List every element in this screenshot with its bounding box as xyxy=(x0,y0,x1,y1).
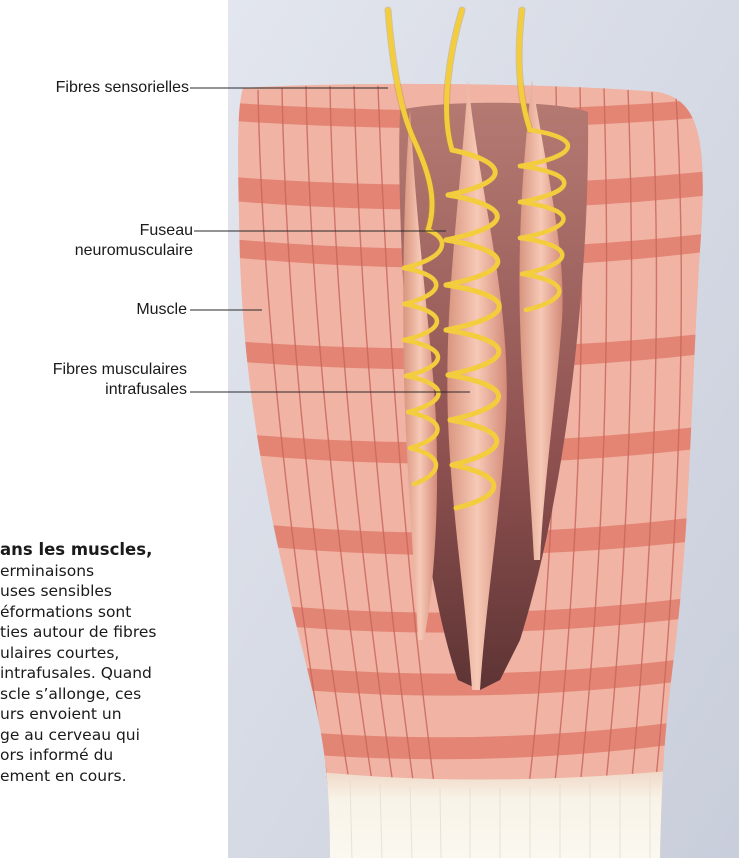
label-fibres-musculaires-intrafusales: Fibres musculaires intrafusales xyxy=(53,360,187,400)
caption-lead: ans les muscles, xyxy=(0,540,210,561)
label-fibres-sensorielles-text: Fibres sensorielles xyxy=(56,79,189,96)
label-fuseau-line2: neuromusculaire xyxy=(75,241,193,261)
caption-line: urs envoient un xyxy=(0,704,210,725)
caption-line: intrafusales. Quand xyxy=(0,663,210,684)
caption-line: ement en cours. xyxy=(0,766,210,787)
label-intrafusales-line1: Fibres musculaires xyxy=(53,360,187,380)
label-intrafusales-line2: intrafusales xyxy=(53,380,187,400)
caption-line: éformations sont xyxy=(0,602,210,623)
caption-line: ge au cerveau qui xyxy=(0,725,210,746)
caption-line: erminaisons xyxy=(0,561,210,582)
caption: ans les muscles, erminaisons uses sensib… xyxy=(0,540,210,858)
caption-line: ulaires courtes, xyxy=(0,643,210,664)
caption-line: ties autour de fibres xyxy=(0,622,210,643)
caption-line: uses sensibles xyxy=(0,581,210,602)
label-fibres-sensorielles: Fibres sensorielles xyxy=(56,78,189,98)
label-muscle: Muscle xyxy=(136,300,187,320)
label-muscle-text: Muscle xyxy=(136,301,187,318)
caption-line: ors informé du xyxy=(0,745,210,766)
label-fuseau-neuromusculaire: Fuseau neuromusculaire xyxy=(75,221,193,261)
label-fuseau-line1: Fuseau xyxy=(75,221,193,241)
caption-line: scle s’allonge, ces xyxy=(0,684,210,705)
